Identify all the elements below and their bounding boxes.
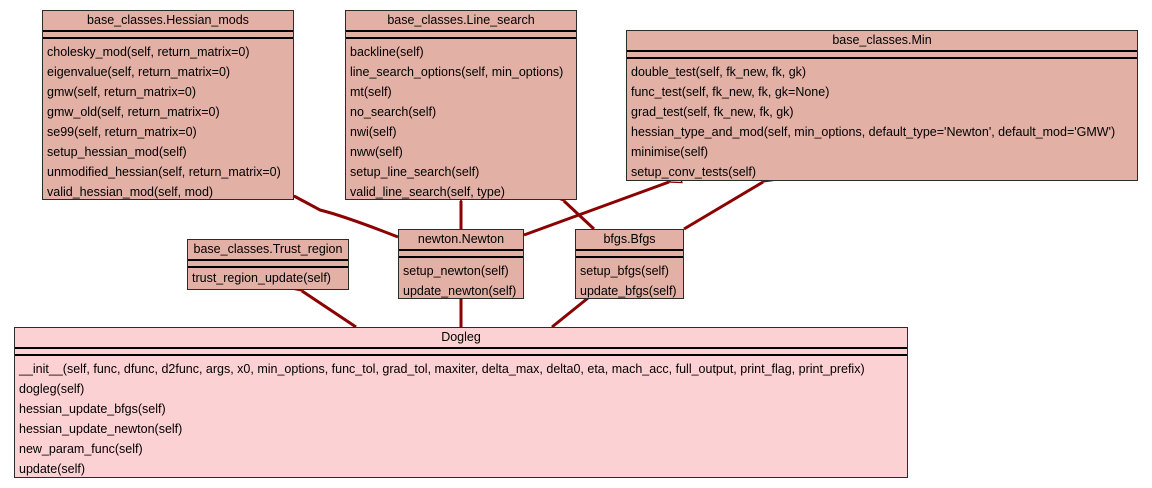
attributes-section xyxy=(15,349,907,356)
method: __init__(self, func, dfunc, d2func, args… xyxy=(19,362,865,376)
edge-bfgs-to-min xyxy=(683,182,763,231)
edge-newton-to-min xyxy=(523,182,669,237)
method: setup_conv_tests(self) xyxy=(631,165,757,179)
attributes-section xyxy=(399,251,523,258)
method: cholesky_mod(self, return_matrix=0) xyxy=(47,45,250,59)
method: no_search(self) xyxy=(350,105,437,119)
attributes-section xyxy=(346,32,576,39)
method: trust_region_update(self) xyxy=(192,271,331,285)
methods-section: backline(self) line_search_options(self,… xyxy=(346,39,576,204)
method: setup_hessian_mod(self) xyxy=(47,145,187,159)
class-title: Dogleg xyxy=(15,328,907,349)
class-min[interactable]: base_classes.Min double_test(self, fk_ne… xyxy=(626,30,1138,181)
class-bfgs[interactable]: bfgs.Bfgs setup_bfgs(self) update_bfgs(s… xyxy=(575,229,684,299)
method: line_search_options(self, min_options) xyxy=(350,65,564,79)
methods-section: double_test(self, fk_new, fk, gk) func_t… xyxy=(627,59,1137,184)
methods-section: __init__(self, func, dfunc, d2func, args… xyxy=(15,356,907,481)
class-title: base_classes.Trust_region xyxy=(188,240,348,261)
method: hessian_update_newton(self) xyxy=(19,422,183,436)
methods-section: cholesky_mod(self, return_matrix=0) eige… xyxy=(43,39,293,204)
attributes-section xyxy=(43,32,293,39)
attributes-section xyxy=(576,251,683,258)
method: unmodified_hessian(self, return_matrix=0… xyxy=(47,165,281,179)
edge-dogleg-to-trust-region xyxy=(302,291,357,329)
method: double_test(self, fk_new, fk, gk) xyxy=(631,65,807,79)
edge-bfgs-to-line-search xyxy=(564,201,596,231)
method: setup_newton(self) xyxy=(403,264,509,278)
method: gmw(self, return_matrix=0) xyxy=(47,85,196,99)
method: setup_line_search(self) xyxy=(350,165,480,179)
attributes-section xyxy=(188,261,348,268)
method: func_test(self, fk_new, fk, gk=None) xyxy=(631,85,830,99)
class-title: newton.Newton xyxy=(399,230,523,251)
method: hessian_type_and_mod(self, min_options, … xyxy=(631,125,1116,139)
class-title: base_classes.Min xyxy=(627,31,1137,52)
method: update_bfgs(self) xyxy=(580,284,677,298)
class-dogleg[interactable]: Dogleg __init__(self, func, dfunc, d2fun… xyxy=(14,327,908,478)
edge-newton-to-hessian-mods xyxy=(294,196,399,239)
method: se99(self, return_matrix=0) xyxy=(47,125,197,139)
attributes-section xyxy=(627,52,1137,59)
class-newton[interactable]: newton.Newton setup_newton(self) update_… xyxy=(398,229,524,299)
method: valid_line_search(self, type) xyxy=(350,185,505,199)
method: nww(self) xyxy=(350,145,403,159)
method: backline(self) xyxy=(350,45,424,59)
method: new_param_func(self) xyxy=(19,442,143,456)
method: eigenvalue(self, return_matrix=0) xyxy=(47,65,231,79)
edge-dogleg-to-bfgs xyxy=(551,298,588,329)
class-line-search[interactable]: base_classes.Line_search backline(self) … xyxy=(345,10,577,200)
method: gmw_old(self, return_matrix=0) xyxy=(47,105,220,119)
method: grad_test(self, fk_new, fk, gk) xyxy=(631,105,794,119)
method: valid_hessian_mod(self, mod) xyxy=(47,185,214,199)
methods-section: setup_newton(self) update_newton(self) xyxy=(399,258,523,303)
class-hessian-mods[interactable]: base_classes.Hessian_mods cholesky_mod(s… xyxy=(42,10,294,200)
method: nwi(self) xyxy=(350,125,397,139)
method: setup_bfgs(self) xyxy=(580,264,669,278)
method: mt(self) xyxy=(350,85,392,99)
method: dogleg(self) xyxy=(19,382,85,396)
class-title: bfgs.Bfgs xyxy=(576,230,683,251)
class-title: base_classes.Hessian_mods xyxy=(43,11,293,32)
method: hessian_update_bfgs(self) xyxy=(19,402,166,416)
method: update_newton(self) xyxy=(403,284,517,298)
class-title: base_classes.Line_search xyxy=(346,11,576,32)
method: update(self) xyxy=(19,462,86,476)
method: minimise(self) xyxy=(631,145,709,159)
methods-section: setup_bfgs(self) update_bfgs(self) xyxy=(576,258,683,303)
class-trust-region[interactable]: base_classes.Trust_region trust_region_u… xyxy=(187,239,349,290)
methods-section: trust_region_update(self) xyxy=(188,268,348,290)
